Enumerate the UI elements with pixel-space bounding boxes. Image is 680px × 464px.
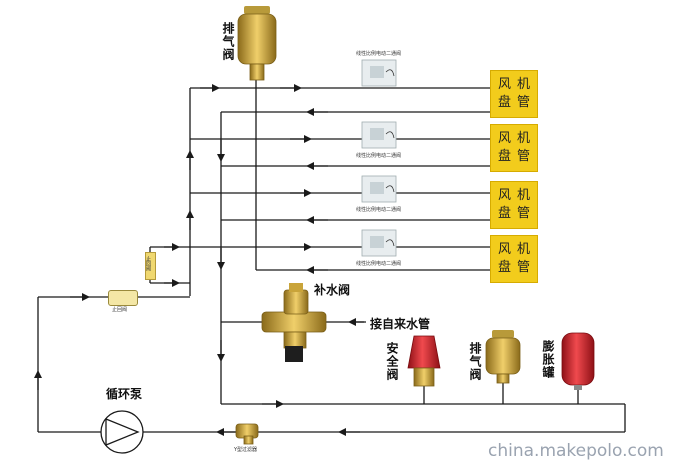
fan-coil-unit: 风机 盘管 — [490, 181, 538, 229]
fan-coil-label-line2: 盘管 — [497, 149, 536, 164]
fan-coil-unit: 风机 盘管 — [490, 235, 538, 283]
two-way-valve-label: 线性比例电动二通阀 — [356, 261, 402, 267]
two-way-valve-label-top: 线性比例电动二通阀 — [356, 51, 402, 57]
air-vent-label: 排气阀 — [468, 342, 482, 381]
pump-icon — [100, 410, 144, 454]
y-filter-label: Y型过滤器 — [234, 447, 258, 453]
two-way-valves — [361, 59, 397, 257]
y-filter-icon — [235, 423, 259, 445]
check-valve-label: 止回阀 — [145, 256, 151, 271]
fan-coil-label-line2: 盘管 — [497, 206, 536, 221]
fan-coil-label-line1: 风机 — [497, 242, 536, 257]
watermark: china.makepolo.com — [488, 441, 664, 461]
two-way-valve-label: 线性比例电动二通阀 — [356, 207, 402, 213]
fan-coil-unit: 风机 盘管 — [490, 70, 538, 118]
two-way-valve-icon — [361, 229, 397, 257]
fan-coil-label-line2: 盘管 — [497, 95, 536, 110]
fan-coil-label-line2: 盘管 — [497, 260, 536, 275]
expansion-tank-icon — [561, 332, 595, 390]
stop-valve-label: 止回阀 — [112, 307, 128, 313]
top-air-vent-label: 排气阀 — [221, 22, 235, 61]
pump-label: 循环泵 — [106, 387, 143, 401]
two-way-valve-icon — [361, 175, 397, 203]
fan-coil-label-line1: 风机 — [497, 131, 536, 146]
air-vent-icon — [485, 330, 521, 384]
makeup-valve-label: 补水阀 — [314, 283, 351, 297]
safety-valve-label: 安全阀 — [385, 342, 399, 381]
flow-arrows — [34, 84, 364, 436]
two-way-valve-label: 线性比例电动二通阀 — [356, 153, 402, 159]
fan-coil-label-line1: 风机 — [497, 77, 536, 92]
top-air-vent — [237, 6, 277, 81]
stop-valve-icon — [108, 290, 138, 306]
two-way-valve-icon — [361, 121, 397, 149]
fan-coil-unit: 风机 盘管 — [490, 124, 538, 172]
expansion-tank-label: 膨胀罐 — [541, 340, 555, 379]
safety-valve-icon — [407, 335, 441, 387]
two-way-valve-icon — [361, 59, 397, 87]
fan-coil-label-line1: 风机 — [497, 188, 536, 203]
makeup-valve-icon — [261, 283, 327, 362]
city-water-label: 接自来水管 — [370, 317, 431, 331]
check-valve-icon — [145, 252, 156, 280]
